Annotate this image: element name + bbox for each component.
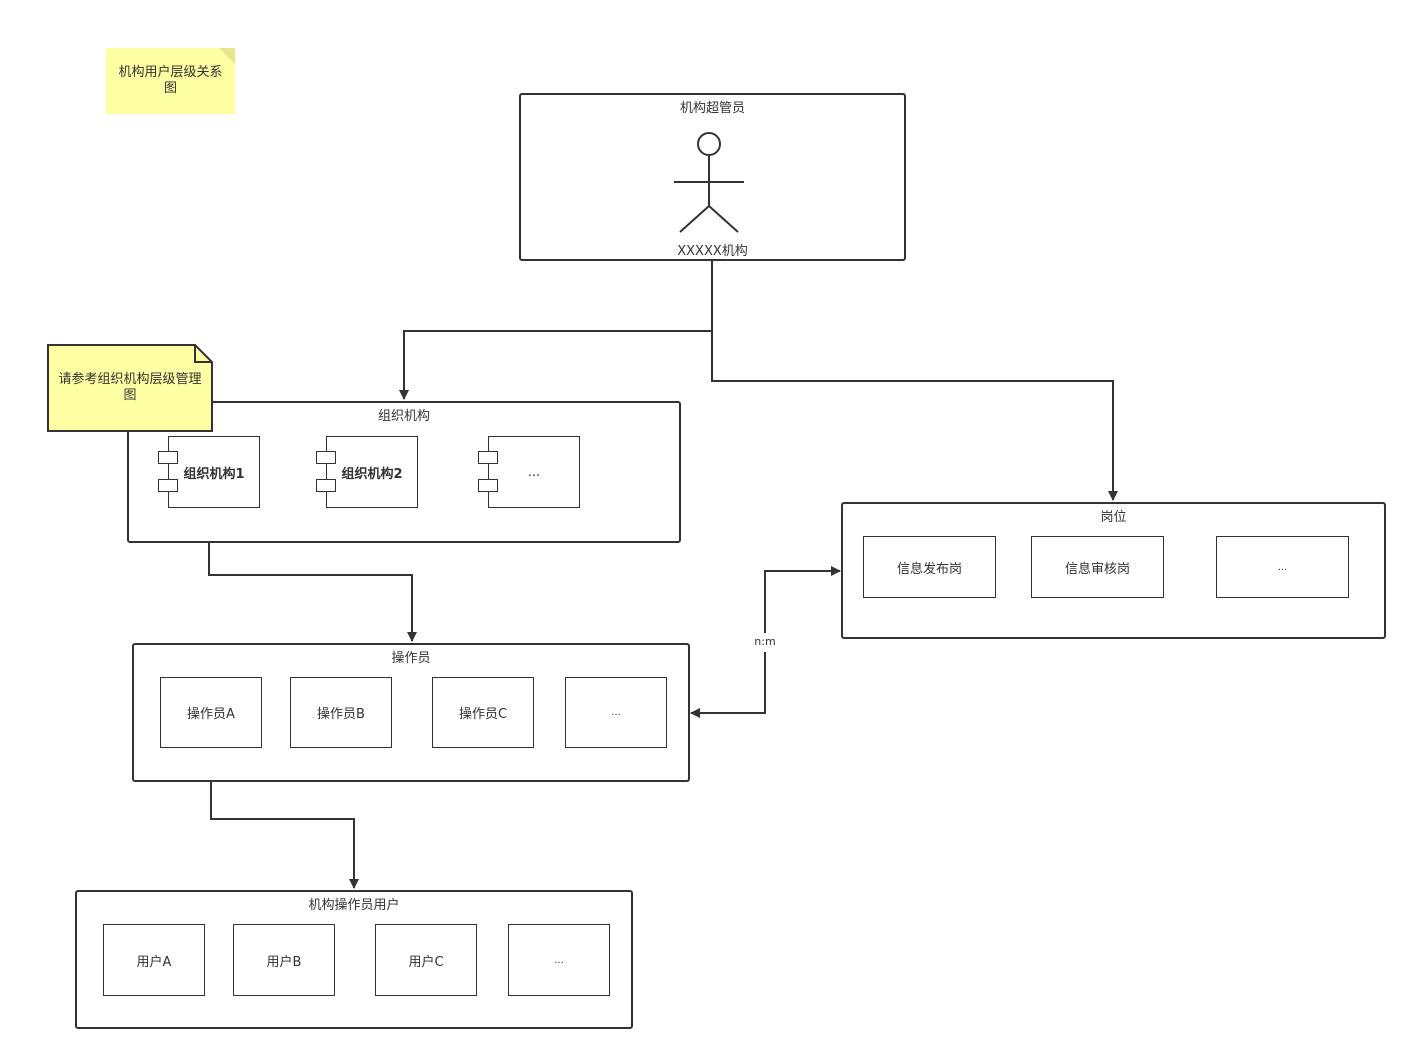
edge-nm-to-positions (764, 566, 841, 633)
users-title: 机构操作员用户 (308, 898, 400, 913)
org-reference-text: 请参考组织机构层级管理图 (58, 372, 202, 403)
user-label: 用户B (266, 954, 302, 970)
position-label: 信息发布岗 (896, 561, 962, 577)
operator-label: ... (611, 707, 621, 718)
super-admin-container: 机构超管员 XXXXX机构 (519, 93, 906, 261)
component-tab-icon (316, 451, 336, 464)
operator-item[interactable]: 操作员B (290, 677, 392, 748)
component-tab-icon (158, 451, 178, 464)
relation-label: n:m (745, 634, 785, 650)
position-item-more[interactable]: ... (1216, 536, 1349, 598)
edge-operator-to-users (210, 748, 359, 889)
operator-item[interactable]: 操作员A (160, 677, 262, 748)
org-component-label: 组织机构1 (183, 466, 245, 482)
operator-label: 操作员A (187, 707, 235, 722)
component-tab-icon (316, 479, 336, 492)
user-item[interactable]: 用户A (103, 924, 205, 996)
org-component-2[interactable]: 组织机构2 (316, 436, 418, 508)
operator-item-more[interactable]: ... (565, 677, 667, 748)
operator-label: 操作员B (317, 707, 365, 722)
operator-item[interactable]: 操作员C (432, 677, 534, 748)
user-label: 用户C (408, 954, 444, 970)
org-component-label: ... (527, 464, 541, 480)
operator-label: 操作员C (458, 707, 508, 722)
user-item[interactable]: 用户B (233, 924, 335, 996)
org-component-more[interactable]: ... (478, 436, 580, 508)
operators-title: 操作员 (391, 651, 431, 666)
actor-label: XXXXX机构 (677, 244, 748, 259)
component-tab-icon (158, 479, 178, 492)
position-item[interactable]: 信息发布岗 (863, 536, 996, 598)
edge-nm-to-operators (690, 652, 766, 718)
user-item[interactable]: 用户C (375, 924, 477, 996)
component-tab-icon (478, 451, 498, 464)
org-component-label: 组织机构2 (341, 466, 403, 482)
diagram-title-note: 机构用户层级关系图 (106, 48, 235, 114)
org-title: 组织机构 (377, 409, 430, 424)
actor-icon (674, 132, 744, 233)
org-reference-note: 请参考组织机构层级管理图 (48, 345, 212, 431)
user-label: ... (554, 954, 564, 966)
position-label: ... (1277, 561, 1288, 573)
position-label: 信息审核岗 (1064, 561, 1130, 577)
edge-admin-to-positions (711, 331, 1118, 501)
user-item-more[interactable]: ... (508, 924, 610, 996)
org-component-1[interactable]: 组织机构1 (158, 436, 260, 508)
position-item[interactable]: 信息审核岗 (1031, 536, 1164, 598)
diagram-title-text: 机构用户层级关系图 (118, 65, 223, 96)
edge-admin-to-org (399, 260, 713, 400)
super-admin-title: 机构超管员 (679, 101, 745, 116)
user-label: 用户A (136, 954, 172, 970)
positions-title: 岗位 (1100, 510, 1127, 525)
component-tab-icon (478, 479, 498, 492)
